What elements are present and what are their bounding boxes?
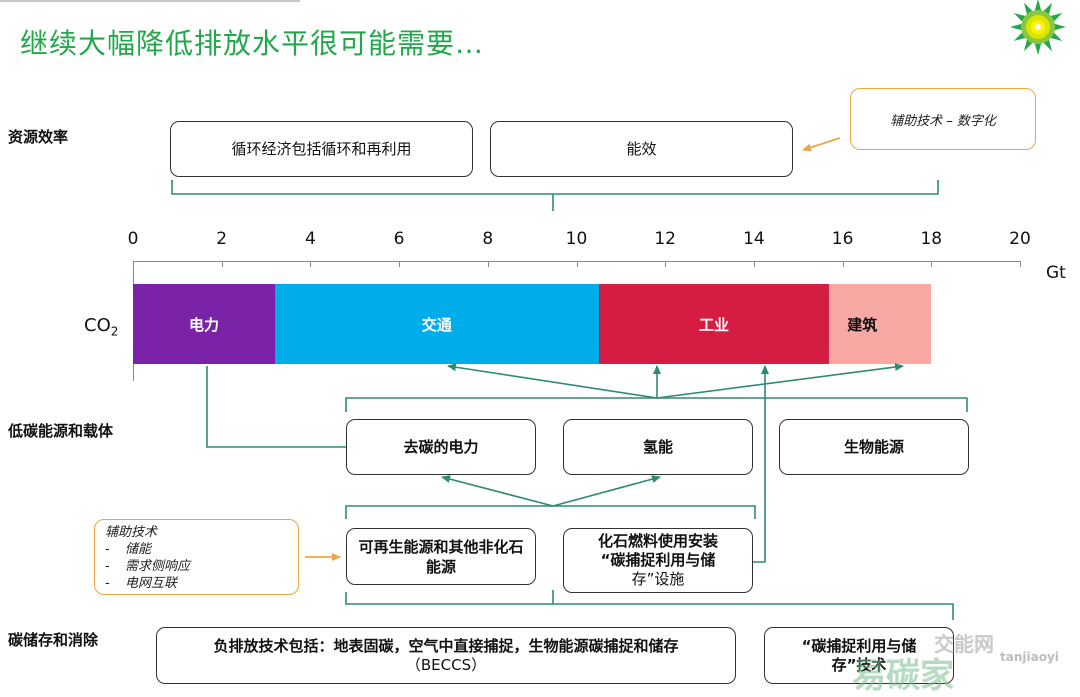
- lowcarbon-arrow-transport: [447, 363, 658, 399]
- top-divider: [0, 0, 300, 2]
- watermark-site: tanjiaoyi: [1000, 650, 1059, 664]
- fossil-ccus-box: 化石燃料使用安装 “碳捕捉利用与储 存”设施: [563, 528, 753, 593]
- ccus-tech-line2: 存”技术: [831, 655, 887, 674]
- negative-emissions-line2: （BECCS）: [405, 655, 487, 674]
- source-arrow-hydrogen: [552, 475, 661, 507]
- x-tick-label: 8: [482, 229, 494, 249]
- negative-emissions-line1: 负排放技术包括：地表固碳，空气中直接捕捉，生物能源碳捕捉和储存: [213, 636, 679, 655]
- storage-brace: [345, 590, 954, 620]
- digital-aux-label: 辅助技术 – 数字化: [890, 113, 996, 129]
- section-label-lowcarbon: 低碳能源和载体: [8, 422, 114, 440]
- bar-segment-2: 工业: [598, 284, 830, 364]
- ccus-to-industry-line: [753, 365, 769, 563]
- page-title: 继续大幅降低排放水平很可能需要…: [20, 27, 485, 60]
- digital-arrow: [802, 137, 841, 152]
- x-tick-label: 10: [565, 229, 588, 249]
- row-label-sub: 2: [110, 324, 119, 339]
- aux-tech-title: 辅助技术: [105, 525, 158, 540]
- aux-tech-box: 辅助技术 -储能 -需求侧响应 -电网互联: [94, 519, 299, 595]
- axis-unit-label: Gt: [1046, 263, 1066, 283]
- x-tick-label: 0: [127, 229, 139, 249]
- x-tick-mark: [665, 261, 667, 267]
- x-tick-mark: [576, 261, 578, 267]
- watermark-sub: 交能网: [934, 632, 994, 656]
- bar-segment-label: 建筑: [847, 315, 878, 334]
- aux-tech-list: -储能 -需求侧响应 -电网互联: [105, 541, 288, 592]
- aux-tech-item: -储能: [105, 542, 152, 557]
- negative-emissions-box: 负排放技术包括：地表固碳，空气中直接捕捉，生物能源碳捕捉和储存 （BECCS）: [156, 627, 736, 684]
- x-tick-label: 12: [654, 229, 676, 249]
- lowcarbon-arrow-buildings: [656, 363, 904, 399]
- aux-tech-item: -电网互联: [105, 576, 178, 591]
- aux-tech-item: -需求侧响应: [105, 559, 191, 574]
- bar-segment-label: 交通: [421, 315, 452, 334]
- circular-economy-box: 循环经济包括循环和再利用: [170, 121, 473, 177]
- x-tick-label: 2: [216, 229, 228, 249]
- ccus-tech-line1: “碳捕捉利用与储: [801, 636, 917, 655]
- ccus-tech-box: “碳捕捉利用与储 存”技术: [764, 627, 954, 684]
- source-brace: [345, 505, 756, 519]
- x-tick-label: 20: [1009, 229, 1031, 249]
- bar-segment-label: 电力: [188, 315, 219, 334]
- aux-tech-item-label: 储能: [125, 542, 152, 557]
- section-label-resource: 资源效率: [8, 128, 69, 146]
- fossil-ccus-line1: 化石燃料使用安装: [597, 532, 718, 550]
- bar-segment-0: 电力: [133, 284, 275, 364]
- x-tick-label: 18: [920, 229, 943, 249]
- x-tick-mark: [842, 261, 844, 267]
- fossil-ccus-line2: “碳捕捉利用与储: [600, 551, 716, 569]
- section-label-storage: 碳储存和消除: [8, 631, 99, 649]
- row-label-main: CO: [84, 315, 111, 336]
- bar-segment-3: 建筑: [829, 284, 932, 364]
- energy-efficiency-box: 能效: [490, 121, 793, 177]
- hydrogen-box: 氢能: [563, 419, 753, 475]
- x-tick-label: 14: [743, 229, 765, 249]
- x-tick-label: 4: [304, 229, 316, 249]
- bar-segment-1: 交通: [274, 284, 599, 364]
- bp-logo-icon: [1006, 0, 1070, 58]
- x-tick-label: 16: [831, 229, 854, 249]
- resource-brace: [171, 180, 939, 211]
- renewables-box: 可再生能源和其他非化石能源: [346, 528, 536, 585]
- x-tick-mark: [1020, 261, 1021, 267]
- watermark-main: 易碳家: [852, 656, 954, 696]
- x-tick-mark: [487, 261, 489, 267]
- aux-tech-item-label: 电网互联: [125, 576, 178, 591]
- row-label-co2: CO2: [84, 315, 118, 339]
- x-tick-mark: [221, 261, 223, 267]
- power-connector: [206, 366, 348, 448]
- lowcarbon-brace: [345, 397, 968, 412]
- source-arrow-power: [441, 475, 554, 507]
- bioenergy-box: 生物能源: [779, 419, 969, 475]
- x-tick-mark: [310, 261, 312, 267]
- decarbonized-power-box: 去碳的电力: [346, 419, 536, 475]
- bar-segment-label: 工业: [698, 315, 729, 334]
- x-tick-mark: [399, 261, 401, 267]
- x-tick-mark: [931, 261, 933, 267]
- fossil-ccus-line3: 存”设施: [631, 570, 685, 588]
- aux-tech-item-label: 需求侧响应: [125, 559, 191, 574]
- digital-aux-box: 辅助技术 – 数字化: [850, 88, 1036, 150]
- x-tick-label: 6: [393, 229, 405, 249]
- x-tick-mark: [753, 261, 755, 267]
